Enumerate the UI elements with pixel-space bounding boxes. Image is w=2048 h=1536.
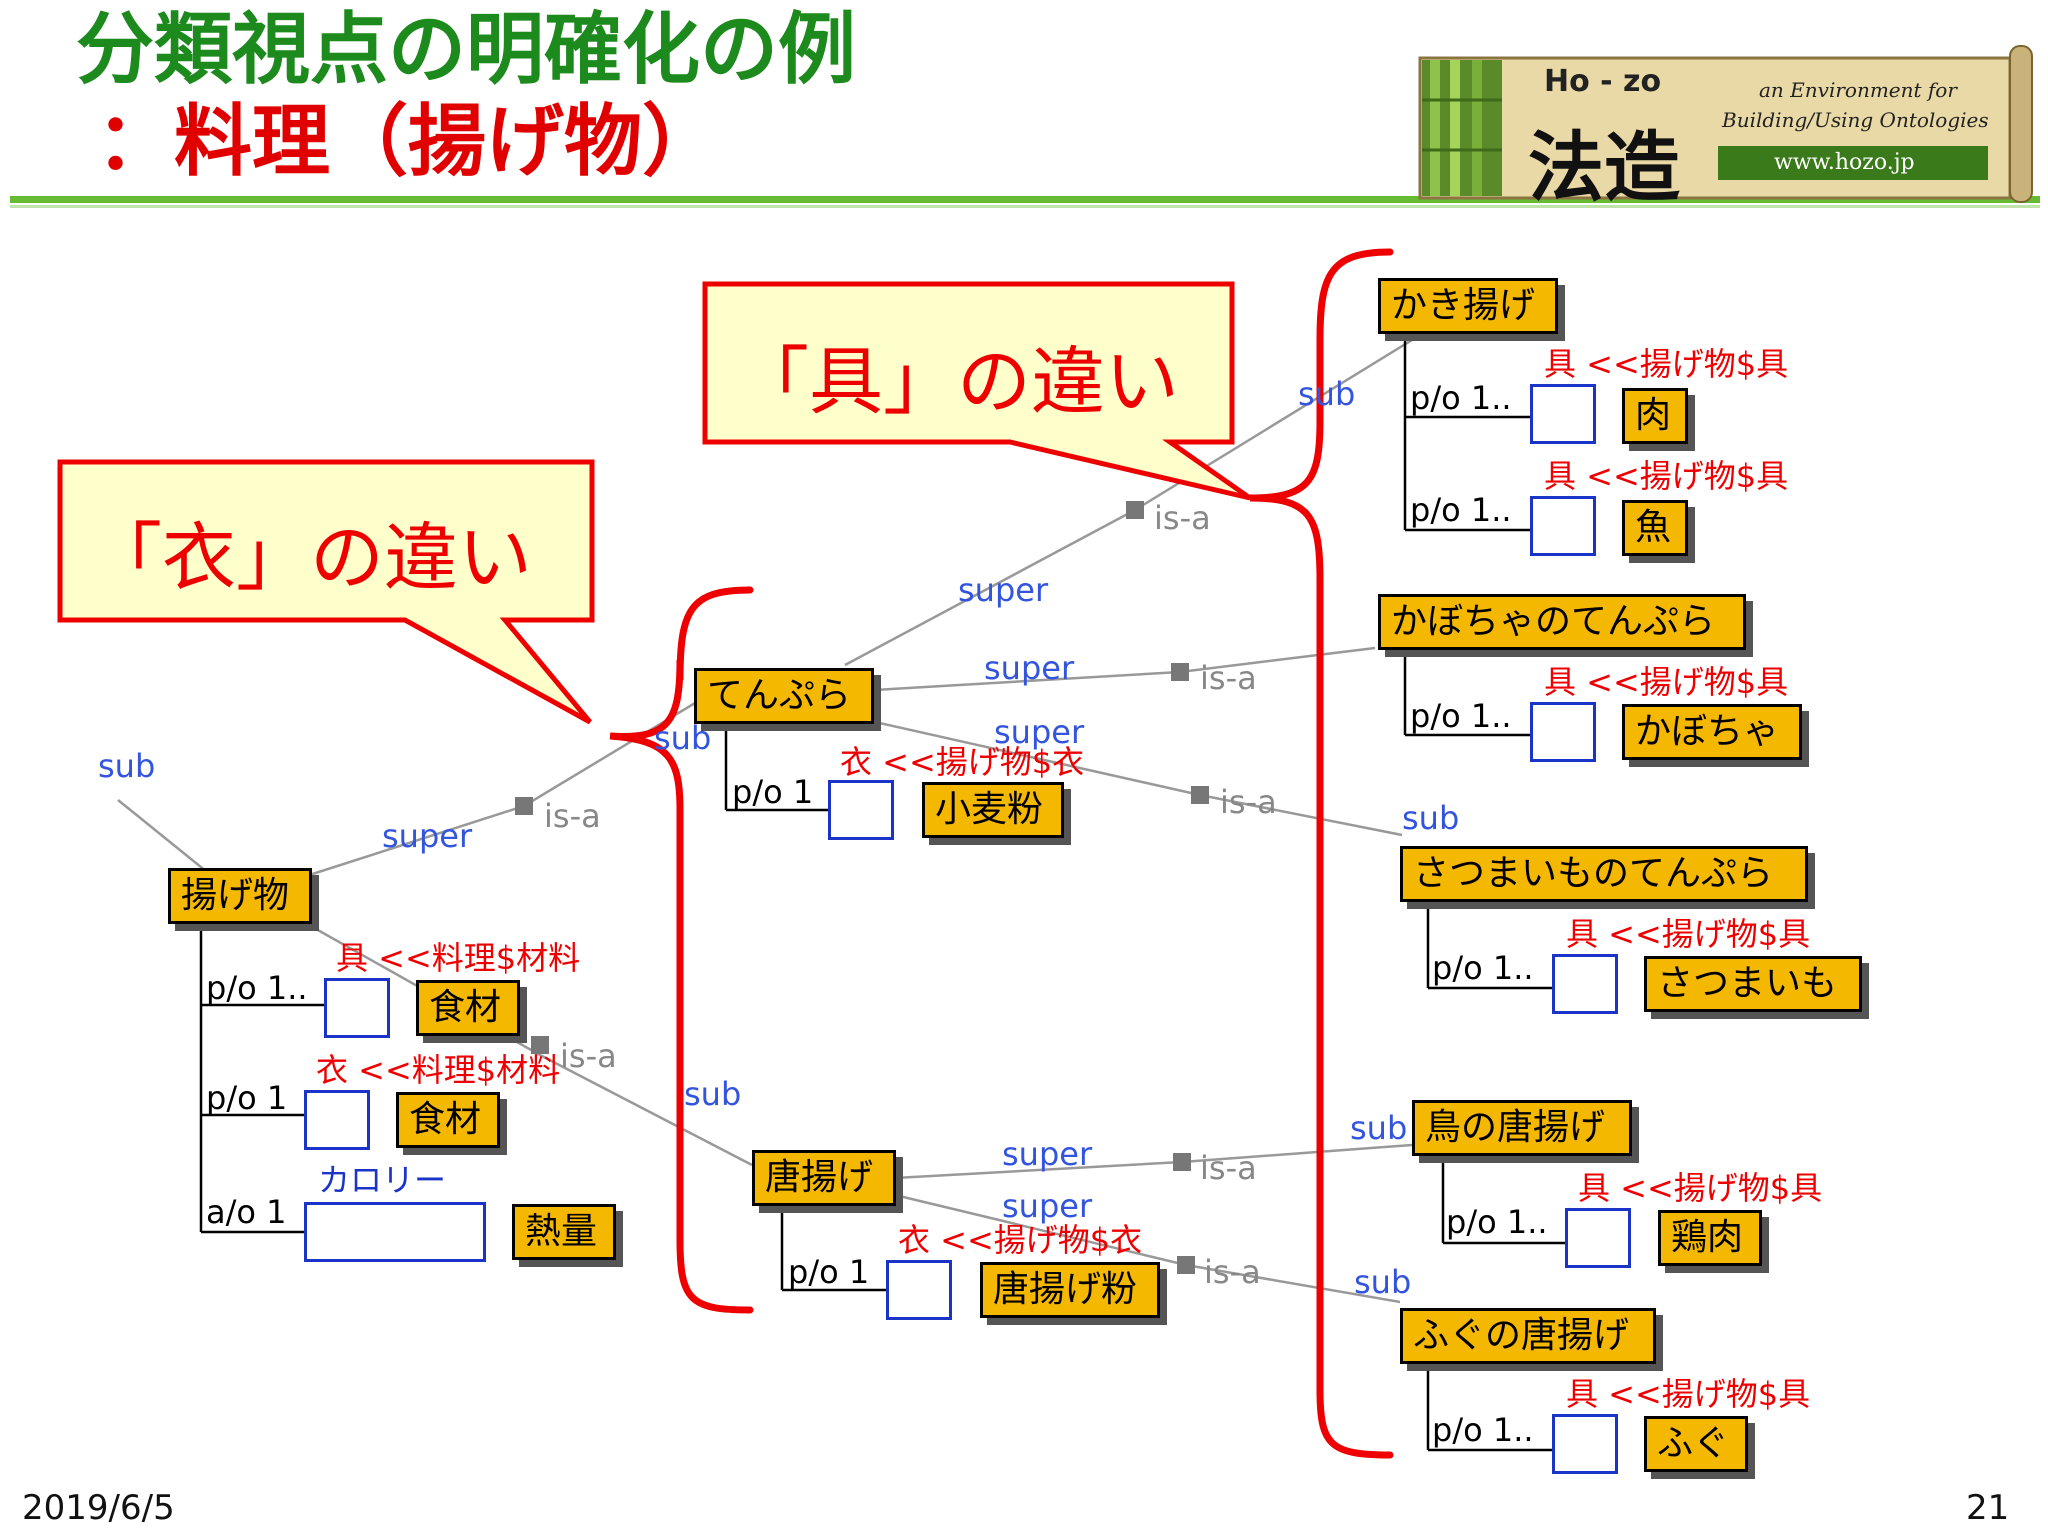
node-keiniku[interactable]: 鶏肉 bbox=[1658, 1210, 1762, 1266]
node-komugiko[interactable]: 小麦粉 bbox=[922, 782, 1064, 838]
role-gu-kakiage-2: 具 <<揚げ物$具 bbox=[1544, 457, 1789, 495]
rel-sub-tori: sub bbox=[1350, 1109, 1408, 1147]
node-shokuzai-koromo[interactable]: 食材 bbox=[396, 1092, 500, 1148]
callout-gu-shape bbox=[702, 281, 1252, 501]
logo-tagline-2: Building/Using Ontologies bbox=[1722, 108, 1989, 132]
slot-tempura-koromo bbox=[828, 780, 894, 840]
rel-sub-agemono: sub bbox=[98, 747, 156, 785]
slot-agemono-gu bbox=[324, 978, 390, 1038]
role-gu-kakiage-1: 具 <<揚げ物$具 bbox=[1544, 345, 1789, 383]
node-fugu[interactable]: ふぐ bbox=[1644, 1416, 1748, 1472]
po-agemono-1: p/o 1.. bbox=[206, 969, 308, 1007]
logo-url: www.hozo.jp bbox=[1774, 150, 1915, 175]
rel-super-karaage-2: super bbox=[1002, 1187, 1093, 1225]
node-sakana[interactable]: 魚 bbox=[1622, 500, 1688, 556]
callout-koromo-shape bbox=[57, 459, 595, 725]
node-niku[interactable]: 肉 bbox=[1622, 388, 1688, 444]
logo-romaji: Ho - zo bbox=[1544, 64, 1662, 99]
po-karaage: p/o 1 bbox=[788, 1253, 870, 1291]
node-karaageko[interactable]: 唐揚げ粉 bbox=[980, 1262, 1160, 1318]
node-kabocha-tempura[interactable]: かぼちゃのてんぷら bbox=[1378, 594, 1746, 650]
node-karaage[interactable]: 唐揚げ bbox=[752, 1150, 896, 1206]
rel-isa-agemono-karaage: is-a bbox=[560, 1037, 617, 1075]
rel-sub-kakiage: sub bbox=[1298, 375, 1356, 413]
rel-super-tempura-1: super bbox=[958, 571, 1049, 609]
callout-gu-text: 「具」の違い bbox=[735, 339, 1179, 425]
node-satsumaimo[interactable]: さつまいも bbox=[1644, 956, 1862, 1012]
footer-page-number: 21 bbox=[1966, 1488, 2010, 1528]
node-tempura[interactable]: てんぷら bbox=[694, 668, 874, 724]
node-agemono[interactable]: 揚げ物 bbox=[168, 868, 312, 924]
role-koromo-ryori: 衣 <<料理$材料 bbox=[316, 1051, 561, 1089]
role-gu-ryori: 具 <<料理$材料 bbox=[336, 939, 581, 977]
title-rule-shadow bbox=[10, 205, 2040, 208]
scroll-graphic bbox=[1418, 45, 2033, 203]
slide-title-line1: 分類視点の明確化の例 bbox=[76, 5, 857, 95]
slot-karaage-koromo bbox=[886, 1260, 952, 1320]
node-satsumaimo-tempura[interactable]: さつまいものてんぷら bbox=[1400, 846, 1808, 902]
rel-super-agemono: super bbox=[382, 817, 473, 855]
slot-tori-gu bbox=[1565, 1208, 1631, 1268]
po-kakiage-1: p/o 1.. bbox=[1410, 379, 1512, 417]
rel-isa-tori: is-a bbox=[1200, 1149, 1257, 1187]
slot-kakiage-gu-2 bbox=[1530, 496, 1596, 556]
slot-agemono-calorie bbox=[304, 1202, 486, 1262]
callout-koromo-text: 「衣」の違い bbox=[88, 515, 532, 601]
node-tori-karaage[interactable]: 鳥の唐揚げ bbox=[1412, 1100, 1632, 1156]
footer-date: 2019/6/5 bbox=[22, 1488, 175, 1528]
node-shokuzai-gu[interactable]: 食材 bbox=[416, 980, 520, 1036]
rel-super-tempura-3: super bbox=[994, 713, 1085, 751]
rel-isa-kakiage: is-a bbox=[1154, 499, 1211, 537]
rel-isa-kabocha: is-a bbox=[1200, 659, 1257, 697]
node-netsuryo[interactable]: 熱量 bbox=[512, 1204, 616, 1260]
slide-title-line2: ：料理（揚げ物） bbox=[96, 97, 721, 187]
rel-isa-satsumaimo: is-a bbox=[1220, 783, 1277, 821]
role-gu-satsumaimo: 具 <<揚げ物$具 bbox=[1566, 915, 1811, 953]
hozo-logo: Ho - zo 法造 an Environment for Building/U… bbox=[1414, 40, 2042, 212]
po-tempura: p/o 1 bbox=[732, 773, 814, 811]
node-kakiage[interactable]: かき揚げ bbox=[1378, 278, 1558, 334]
logo-kanji: 法造 bbox=[1528, 123, 1680, 212]
slot-kabocha-gu bbox=[1530, 702, 1596, 762]
slot-kakiage-gu-1 bbox=[1530, 384, 1596, 444]
rel-super-karaage-1: super bbox=[1002, 1135, 1093, 1173]
rel-sub-fugu: sub bbox=[1354, 1263, 1412, 1301]
role-koromo-karaage: 衣 <<揚げ物$衣 bbox=[898, 1221, 1143, 1259]
po-agemono-2: p/o 1 bbox=[206, 1079, 288, 1117]
rel-isa-agemono-tempura: is-a bbox=[544, 797, 601, 835]
po-fugu: p/o 1.. bbox=[1432, 1411, 1534, 1449]
slot-agemono-koromo bbox=[304, 1090, 370, 1150]
rel-isa-fugu: is-a bbox=[1204, 1253, 1261, 1291]
role-gu-fugu: 具 <<揚げ物$具 bbox=[1566, 1375, 1811, 1413]
po-kabocha: p/o 1.. bbox=[1410, 697, 1512, 735]
role-gu-tori: 具 <<揚げ物$具 bbox=[1578, 1169, 1823, 1207]
ao-agemono-3: a/o 1 bbox=[206, 1193, 287, 1231]
po-tori: p/o 1.. bbox=[1446, 1203, 1548, 1241]
role-calorie: カロリー bbox=[318, 1161, 447, 1199]
role-gu-kabocha: 具 <<揚げ物$具 bbox=[1544, 663, 1789, 701]
node-kabocha[interactable]: かぼちゃ bbox=[1622, 704, 1802, 760]
brace-koromo bbox=[609, 586, 754, 1314]
rel-super-tempura-2: super bbox=[984, 649, 1075, 687]
role-koromo-tempura: 衣 <<揚げ物$衣 bbox=[840, 743, 1085, 781]
node-fugu-karaage[interactable]: ふぐの唐揚げ bbox=[1400, 1308, 1656, 1364]
slot-satsumaimo-gu bbox=[1552, 954, 1618, 1014]
slot-fugu-gu bbox=[1552, 1414, 1618, 1474]
logo-tagline-1: an Environment for bbox=[1759, 78, 1957, 102]
po-satsumaimo: p/o 1.. bbox=[1432, 949, 1534, 987]
rel-sub-karaage: sub bbox=[684, 1075, 742, 1113]
title-rule bbox=[10, 196, 2040, 203]
rel-sub-satsumaimo: sub bbox=[1402, 799, 1460, 837]
po-kakiage-2: p/o 1.. bbox=[1410, 491, 1512, 529]
rel-sub-tempura: sub bbox=[654, 719, 712, 757]
